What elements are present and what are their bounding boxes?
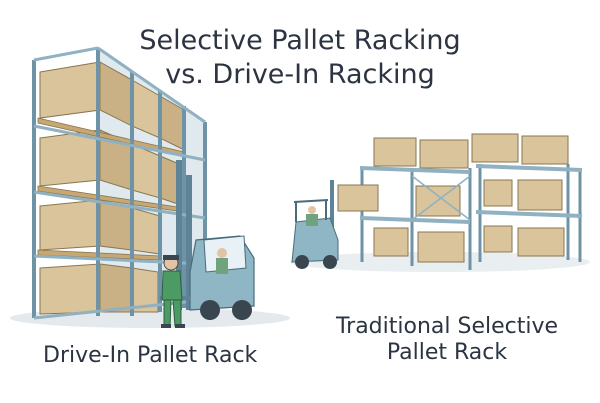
drive-in-uprights [32,48,207,318]
forklift-right [291,180,379,269]
selective-bottom-boxes [373,225,565,263]
selective-caption-line-1: Traditional Selective [335,314,559,339]
title-line-2: vs. Drive-In Racking [165,59,435,90]
selective-caption: Traditional Selective Pallet Rack [312,314,582,366]
drive-in-pallet-boxes [39,61,185,315]
selective-rack [359,133,583,270]
selective-caption-line-2: Pallet Rack [386,340,508,365]
forklift-left [160,160,255,320]
selective-beams [359,164,583,224]
worker-figure [161,255,185,328]
title-line-1: Selective Pallet Racking [139,25,461,56]
selective-top-boxes [373,133,569,169]
drive-in-caption: Drive-In Pallet Rack [43,343,258,368]
